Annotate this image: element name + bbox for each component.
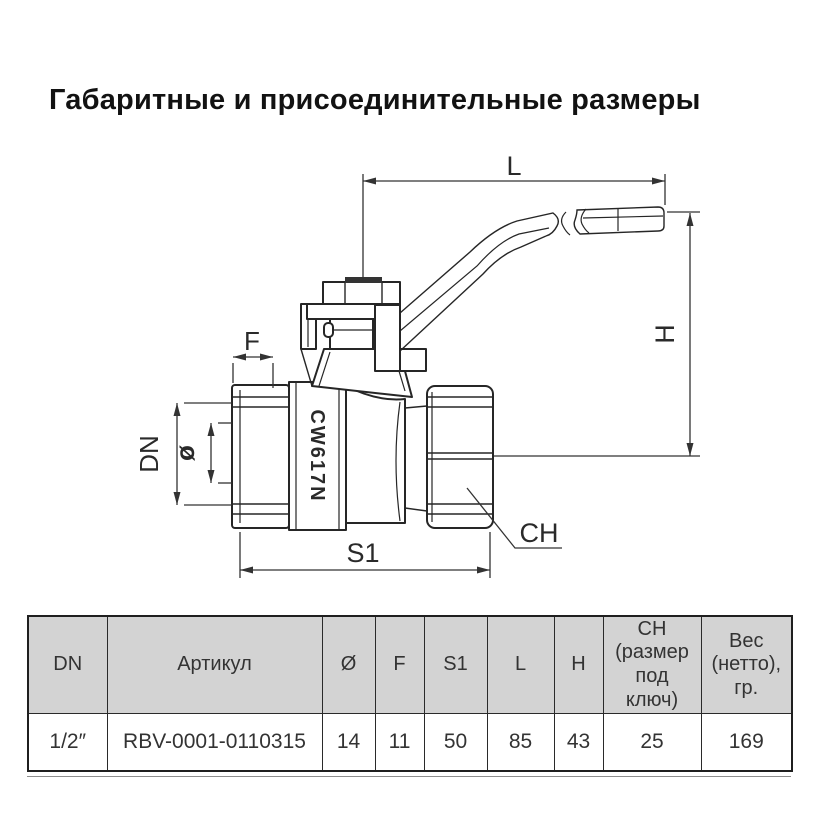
stem-nut <box>322 281 401 305</box>
cell-weight: 169 <box>700 713 793 772</box>
valve-handle <box>399 206 665 352</box>
cell-f: 11 <box>374 713 425 772</box>
col-header-ch: CH (размер под ключ) <box>602 615 702 714</box>
dim-CH: CH <box>466 487 562 549</box>
page-title: Габаритные и присоединительные размеры <box>49 84 701 116</box>
valve-stem-assembly <box>300 277 427 398</box>
side-tab <box>399 348 427 372</box>
packing-gland <box>329 318 374 350</box>
cell-diameter: 14 <box>321 713 376 772</box>
dim-F: F <box>232 326 274 388</box>
col-header-s1: S1 <box>423 615 488 714</box>
cell-ch: 25 <box>602 713 702 772</box>
dim-phi-label: ø <box>170 445 200 461</box>
dim-F-label: F <box>244 326 260 356</box>
col-header-article: Артикул <box>106 615 323 714</box>
cell-article: RBV-0001-0110315 <box>106 713 323 772</box>
marking-band <box>288 381 347 531</box>
cell-h: 43 <box>553 713 604 772</box>
dim-CH-label: CH <box>520 518 559 548</box>
valve-technical-drawing: CW617N <box>134 151 700 578</box>
col-header-weight: Вес (нетто), гр. <box>700 615 793 714</box>
table-bottom-rule <box>27 776 791 777</box>
dim-S1: S1 <box>239 532 491 578</box>
dim-phi: ø <box>170 422 232 484</box>
body-marking: CW617N <box>306 409 328 502</box>
col-header-diameter: Ø <box>321 615 376 714</box>
col-header-l: L <box>486 615 555 714</box>
cell-s1: 50 <box>423 713 488 772</box>
dim-DN-label: DN <box>134 435 164 473</box>
cell-dn: 1/2″ <box>27 713 108 772</box>
valve-body: CW617N <box>231 381 494 531</box>
dim-DN: DN <box>134 402 232 506</box>
dim-L: L <box>362 151 666 279</box>
table-row: 1/2″ RBV-0001-0110315 14 11 50 85 43 25 … <box>27 713 793 772</box>
dim-S1-label: S1 <box>346 538 379 568</box>
handle-mount-plate <box>374 304 401 372</box>
col-header-h: H <box>553 615 604 714</box>
dim-H-label: H <box>650 324 680 344</box>
spec-table: DN Артикул Ø F S1 L H CH (размер под клю… <box>27 615 793 772</box>
col-header-f: F <box>374 615 425 714</box>
cell-l: 85 <box>486 713 555 772</box>
col-header-dn: DN <box>27 615 108 714</box>
dim-L-label: L <box>506 151 521 181</box>
header-row: DN Артикул Ø F S1 L H CH (размер под клю… <box>27 615 793 714</box>
right-coupling <box>426 385 494 529</box>
dim-H: H <box>494 211 700 457</box>
